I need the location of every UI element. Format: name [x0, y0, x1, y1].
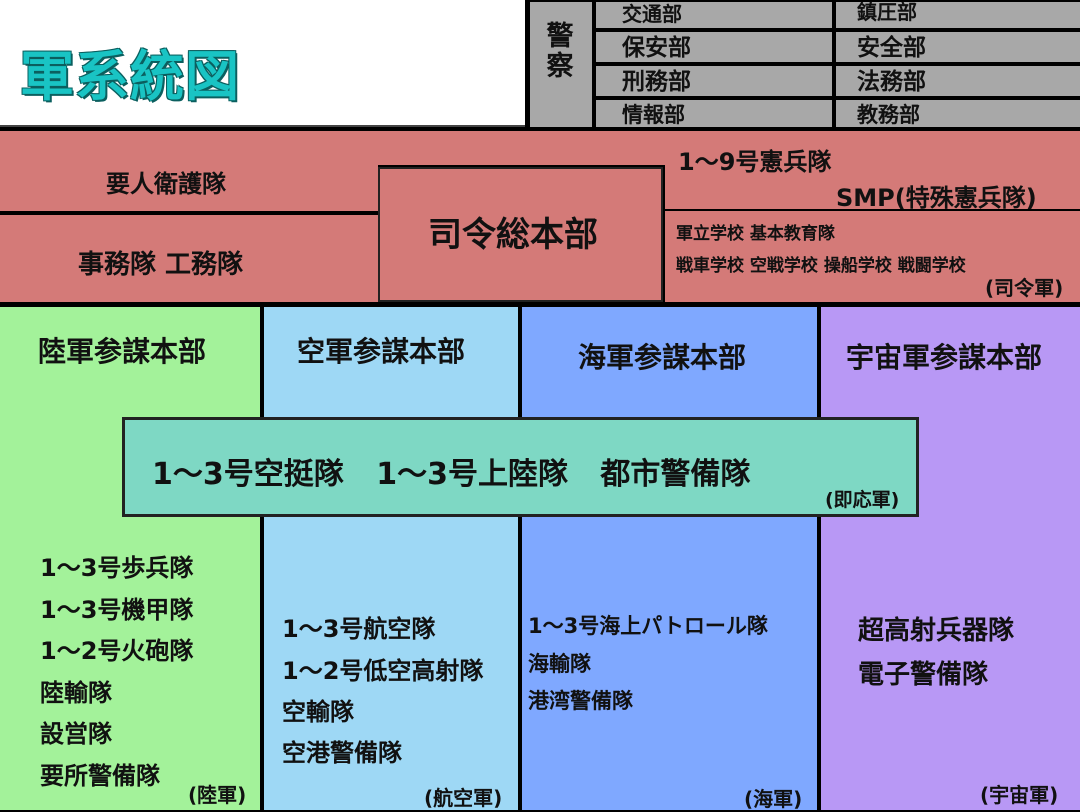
police-cell	[836, 32, 1080, 62]
airforce-staff: 空軍参謀本部	[297, 335, 466, 368]
police-dept-education: 教務部	[857, 103, 920, 127]
airforce-unit: 1〜2号低空高射隊	[282, 657, 484, 685]
police-cell	[596, 66, 832, 96]
police-label-box	[530, 2, 592, 127]
schools-line-1: 軍立学校 基本教育隊	[676, 224, 835, 244]
admin-box	[0, 215, 378, 302]
admin-label: 事務隊 工務隊	[78, 250, 244, 280]
vip-guard-label: 要人衛護隊	[106, 170, 226, 198]
hq-top-strip	[375, 131, 665, 165]
hq-tag: (司令軍)	[985, 276, 1064, 300]
space-column	[821, 307, 1080, 810]
title-panel	[0, 0, 525, 127]
police-cell	[596, 2, 832, 28]
army-column	[0, 307, 260, 810]
police-dept-corrections: 刑務部	[622, 69, 691, 95]
schools-line-2: 戦車学校 空戦学校 操船学校 戦闘学校	[676, 256, 966, 276]
mp-box	[665, 131, 1080, 209]
airforce-column	[264, 307, 518, 810]
rapid-force-box	[122, 417, 919, 517]
mp-label: 1〜9号憲兵隊	[678, 148, 832, 176]
police-cell	[836, 100, 1080, 127]
army-unit: 1〜2号火砲隊	[40, 637, 194, 665]
airforce-unit: 空輸隊	[282, 698, 354, 726]
navy-unit: 1〜3号海上パトロール隊	[528, 614, 768, 638]
vip-guard-box	[0, 131, 378, 211]
police-cell	[596, 100, 832, 127]
rapid-force-units: 1〜3号空挺隊 1〜3号上陸隊 都市警備隊	[152, 457, 751, 492]
rapid-force-tag: (即応軍)	[825, 489, 900, 511]
police-dept-safety: 安全部	[857, 35, 926, 61]
navy-tag: (海軍)	[744, 787, 803, 811]
police-dept-intelligence: 情報部	[622, 103, 685, 127]
police-dept-legal: 法務部	[857, 69, 926, 95]
army-staff: 陸軍参謀本部	[38, 335, 207, 368]
schools-box	[665, 211, 1080, 302]
navy-unit: 港湾警備隊	[528, 689, 633, 713]
army-unit: 1〜3号歩兵隊	[40, 554, 194, 582]
page-title: 軍系統図	[20, 45, 240, 108]
airforce-unit: 1〜3号航空隊	[282, 615, 436, 643]
police-cell	[836, 2, 1080, 28]
hq-title: 司令総本部	[428, 215, 598, 255]
space-tag: (宇宙軍)	[980, 783, 1059, 807]
police-cell	[596, 32, 832, 62]
police-dept-suppression: 鎮圧部	[857, 0, 917, 24]
police-cell	[836, 66, 1080, 96]
navy-column	[522, 307, 817, 810]
navy-staff: 海軍参謀本部	[578, 341, 747, 374]
army-tag: (陸軍)	[188, 783, 247, 807]
airforce-unit: 空港警備隊	[282, 739, 402, 767]
police-dept-traffic: 交通部	[622, 2, 682, 26]
smp-label: SMP(特殊憲兵隊)	[836, 184, 1037, 212]
army-unit: 要所警備隊	[40, 762, 160, 790]
space-unit: 電子警備隊	[858, 660, 989, 690]
police-dept-security: 保安部	[622, 35, 691, 61]
army-unit: 陸輸隊	[40, 679, 112, 707]
police-label: 警察	[546, 21, 574, 82]
army-unit: 1〜3号機甲隊	[40, 596, 194, 624]
space-unit: 超高射兵器隊	[858, 616, 1015, 646]
navy-unit: 海輸隊	[528, 652, 591, 676]
airforce-tag: (航空軍)	[424, 786, 503, 810]
space-staff: 宇宙軍参謀本部	[846, 341, 1043, 374]
hq-box	[378, 167, 663, 302]
army-unit: 設営隊	[40, 720, 112, 748]
